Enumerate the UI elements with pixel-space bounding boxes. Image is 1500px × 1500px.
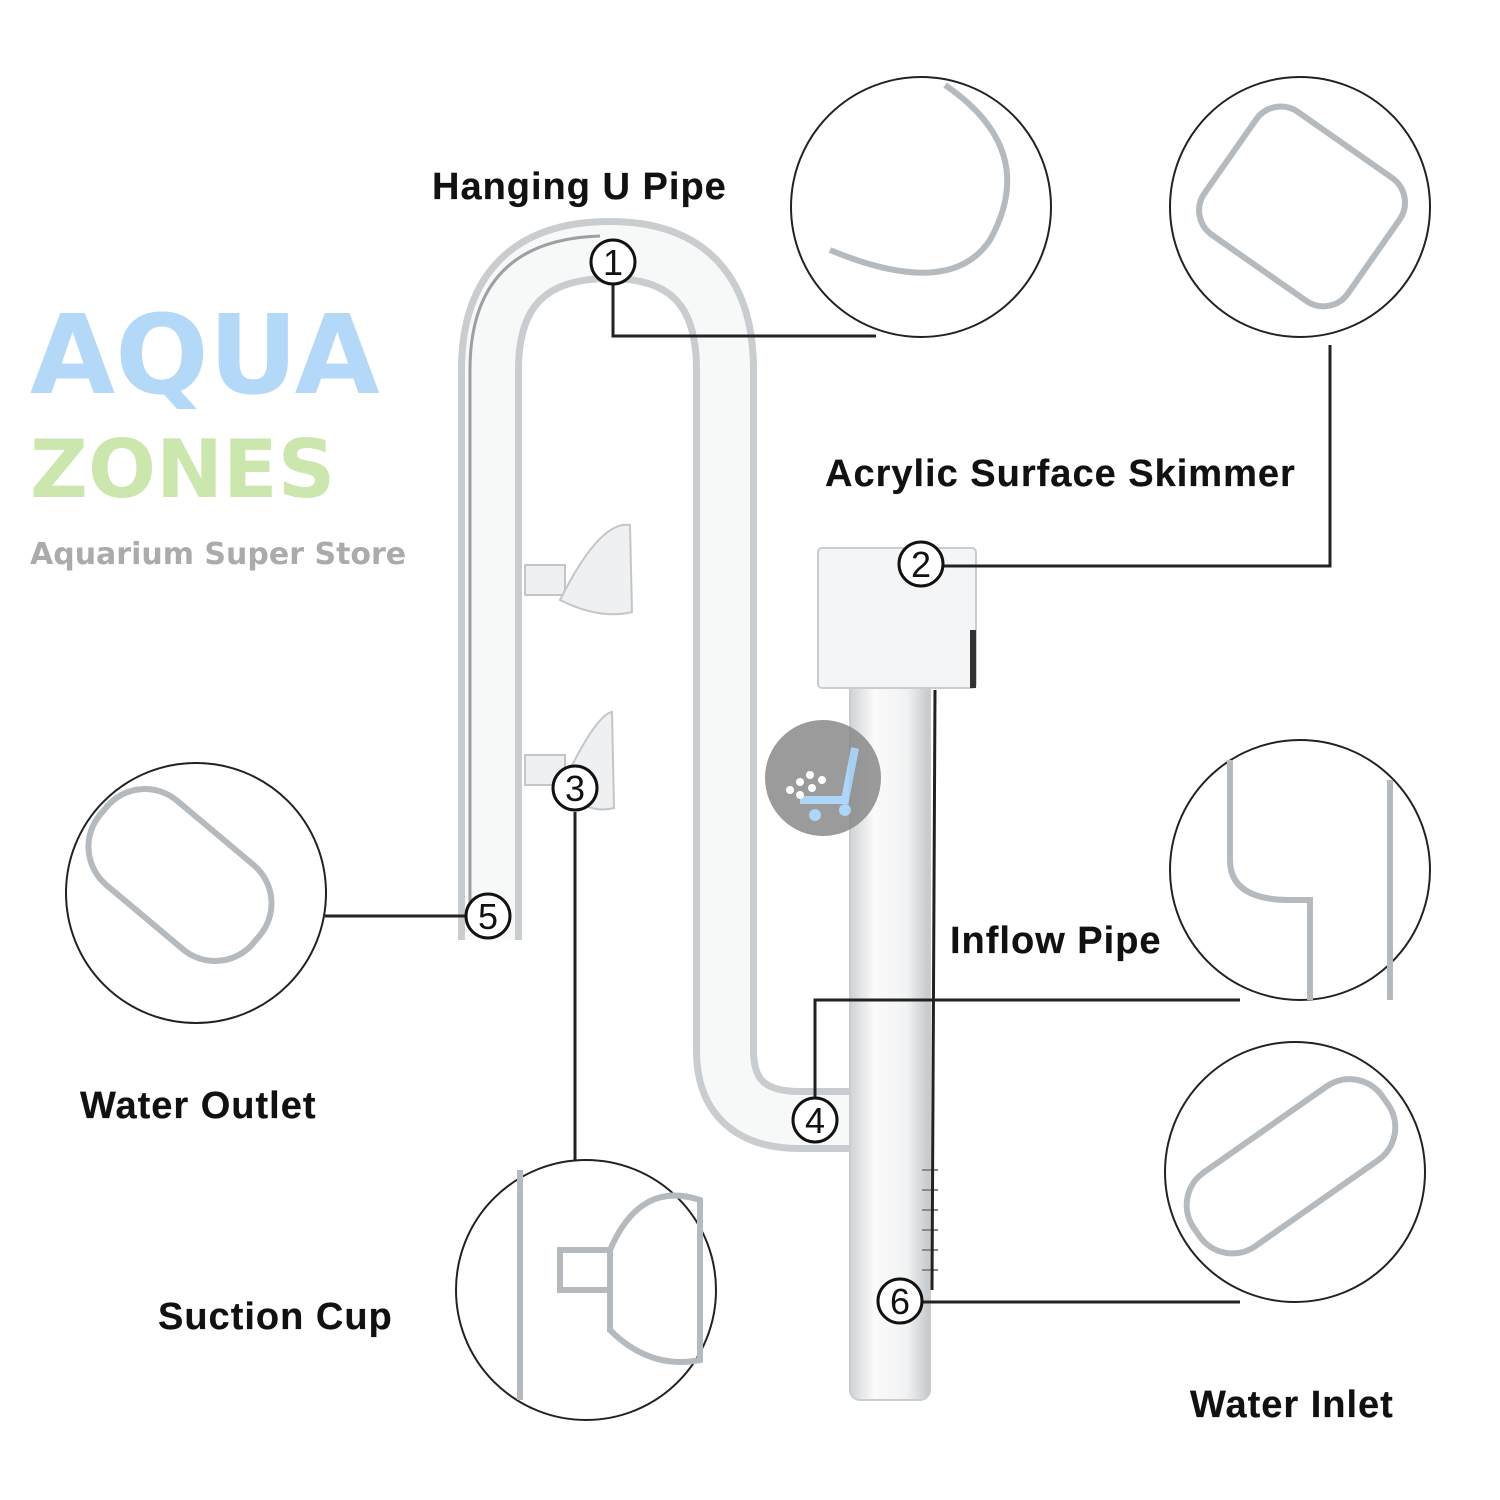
label-suction-cup: Suction Cup	[158, 1296, 393, 1338]
watermark-tagline: Aquarium Super Store	[30, 537, 407, 572]
detail-sketches	[85, 82, 1408, 1400]
detail-u-bend	[790, 76, 1052, 338]
callout-4: 4	[791, 1096, 839, 1144]
label-inflow-pipe: Inflow Pipe	[950, 920, 1162, 962]
svg-text:3: 3	[565, 768, 585, 809]
inflow-pipe-illustration	[817, 547, 977, 1401]
label-water-outlet: Water Outlet	[80, 1085, 317, 1127]
callout-markers: 1 2 3 4 5 6	[464, 238, 945, 1325]
leader-lines	[325, 285, 1332, 1304]
callout-3: 3	[551, 764, 599, 812]
callout-2: 2	[897, 540, 945, 588]
svg-text:5: 5	[478, 896, 498, 937]
callout-1: 1	[589, 238, 637, 286]
callout-5: 5	[464, 892, 512, 940]
svg-text:6: 6	[890, 1281, 910, 1322]
u-pipe-illustration	[458, 217, 850, 1152]
svg-text:1: 1	[603, 242, 623, 283]
detail-water-outlet	[65, 762, 327, 1024]
label-hanging-u-pipe: Hanging U Pipe	[432, 166, 727, 208]
detail-inflow	[1169, 739, 1431, 1001]
cart-logo-icon	[765, 720, 881, 836]
label-acrylic-surface-skimmer: Acrylic Surface Skimmer	[825, 453, 1296, 495]
svg-text:2: 2	[911, 544, 931, 585]
label-water-inlet: Water Inlet	[1190, 1384, 1394, 1426]
watermark-aqua: AQUA	[30, 291, 380, 419]
callout-6: 6	[876, 1277, 924, 1325]
watermark-zones: ZONES	[30, 423, 336, 516]
svg-text:4: 4	[805, 1100, 825, 1141]
detail-water-inlet	[1164, 1041, 1426, 1303]
